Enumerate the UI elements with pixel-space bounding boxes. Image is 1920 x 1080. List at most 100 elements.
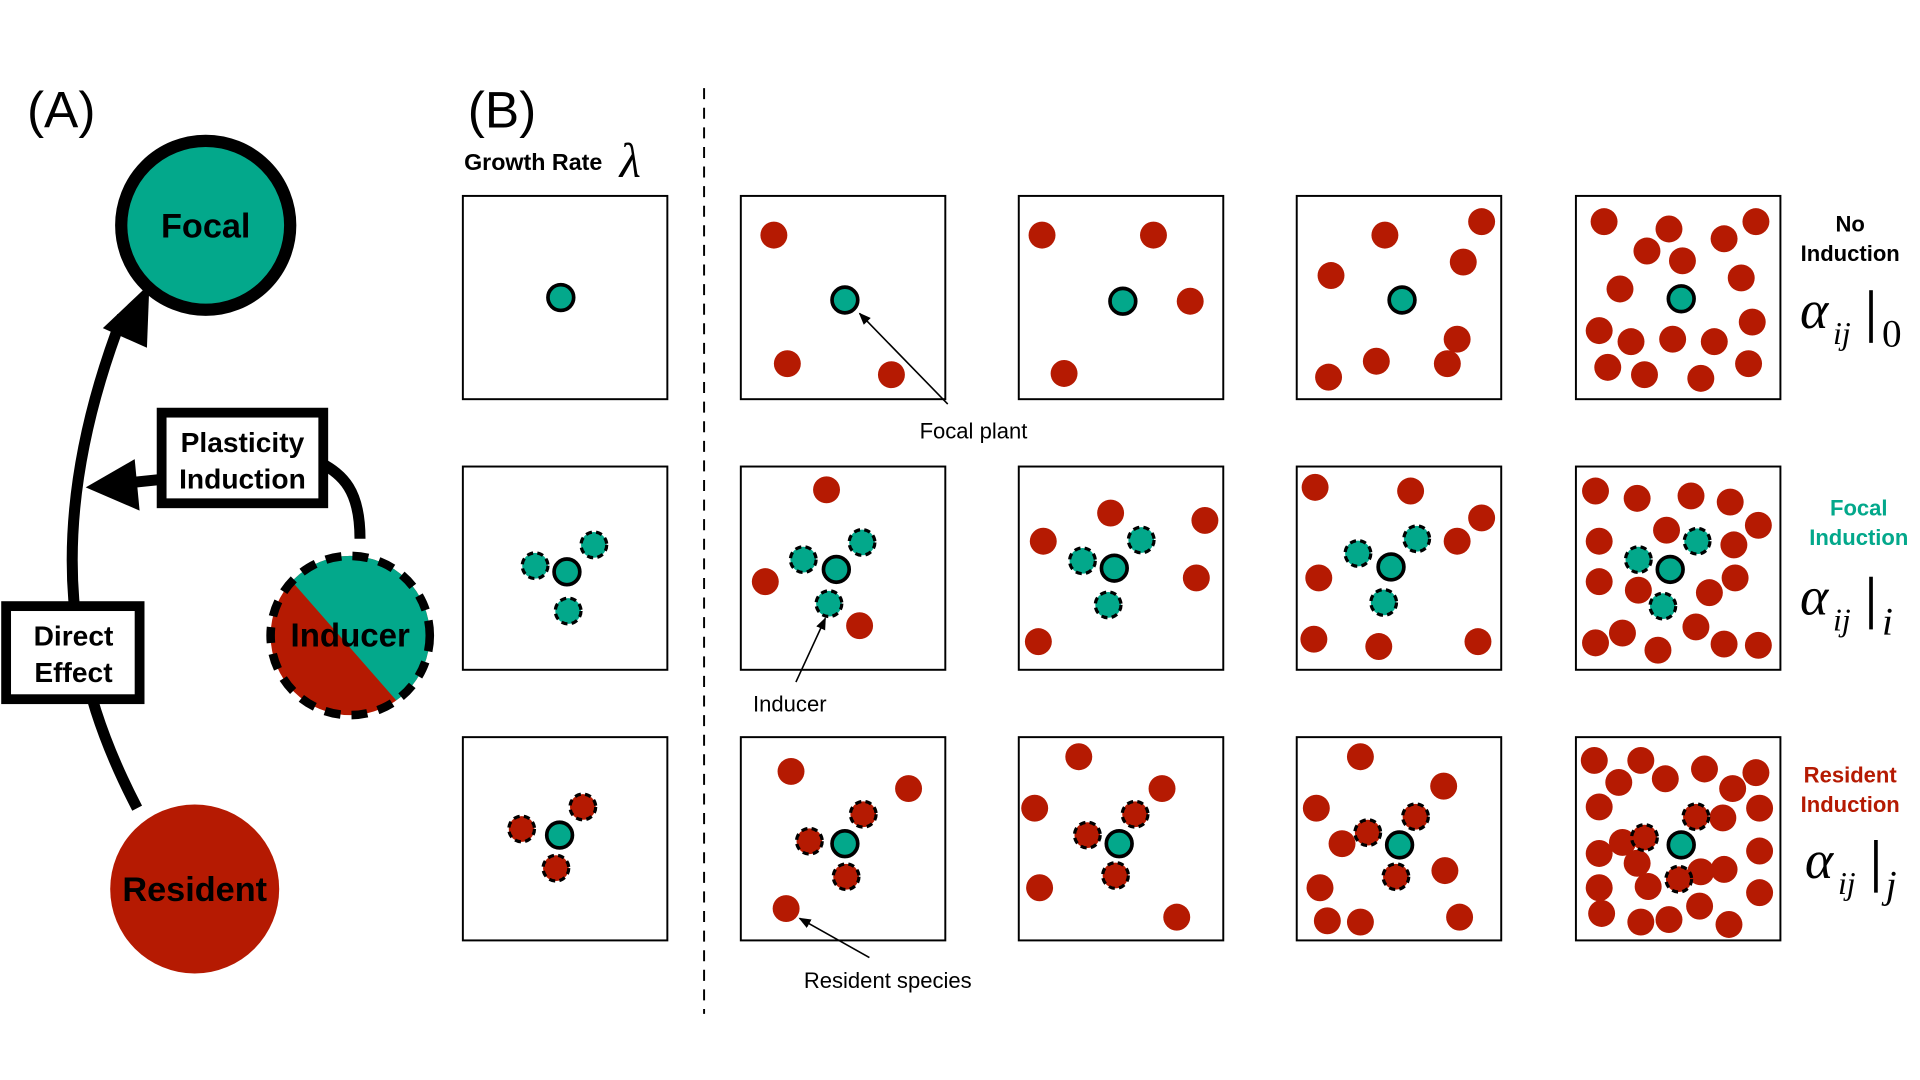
resident-plant xyxy=(772,895,800,923)
resident-plant xyxy=(1585,568,1613,596)
panel-b: (B) Growth Rate λ Focal plant Inducer Re… xyxy=(461,80,1908,1014)
inducer-plant xyxy=(1623,545,1653,575)
resident-plant xyxy=(1029,527,1057,555)
resident-node-label: Resident xyxy=(122,871,267,909)
resident-plant xyxy=(1655,906,1683,934)
resident-plant xyxy=(1605,768,1633,796)
resident-plant xyxy=(1608,619,1636,647)
resident-plant xyxy=(1651,765,1679,793)
resident-plant xyxy=(1443,527,1471,555)
annotation-focal-plant-text: Focal plant xyxy=(920,418,1028,443)
resident-plant xyxy=(1653,516,1680,544)
inducer-plant xyxy=(579,530,609,560)
annotation-inducer-text: Inducer xyxy=(753,691,826,716)
resident-plant xyxy=(1633,237,1661,265)
focal-plant xyxy=(830,285,860,315)
annotation-resident-species: Resident species xyxy=(798,917,972,993)
resident-plant xyxy=(1744,511,1772,539)
resident-plant xyxy=(1433,350,1461,378)
direct-line2: Effect xyxy=(34,657,113,688)
row-label-no-induction: No Induction α ij 0 xyxy=(1800,211,1902,355)
scenario-panel-focal-induction-1 xyxy=(461,465,669,671)
inducer-plant xyxy=(1682,526,1712,556)
resident-plant xyxy=(877,361,905,389)
resident-plant xyxy=(1097,499,1125,527)
inducer-plant xyxy=(788,545,818,575)
inducer-plant xyxy=(1101,861,1130,890)
resident-plant xyxy=(1302,794,1330,822)
resident-plant xyxy=(1346,908,1374,936)
row-title-line1: Resident xyxy=(1804,762,1898,787)
direct-effect-arrowhead xyxy=(102,284,150,348)
resident-plant xyxy=(1148,775,1176,803)
coefficient-alpha-focal-induction: α ij i xyxy=(1800,567,1893,644)
resident-plant xyxy=(1065,743,1093,771)
resident-plant xyxy=(751,568,779,596)
resident-plant xyxy=(1710,855,1738,883)
row-title-line2: Induction xyxy=(1801,241,1900,266)
focal-plant xyxy=(821,554,852,585)
resident-plant xyxy=(1328,830,1356,858)
resident-plant xyxy=(1582,477,1609,505)
plasticity-induction-box: Plasticity Induction xyxy=(156,407,329,509)
panel-frame xyxy=(1017,736,1225,942)
resident-plant xyxy=(1742,759,1770,787)
alpha-symbol: α xyxy=(1805,830,1835,890)
inducer-plant xyxy=(814,589,844,619)
inducer-plant xyxy=(507,814,537,844)
focal-plant xyxy=(1655,554,1685,585)
resident-plant xyxy=(1710,225,1738,253)
resident-plant xyxy=(1140,221,1167,249)
resident-plant xyxy=(1677,482,1705,510)
inducer-node-label: Inducer xyxy=(291,618,410,655)
resident-plant xyxy=(1431,857,1459,885)
alpha-symbol: α xyxy=(1800,280,1830,340)
annotation-focal-plant: Focal plant xyxy=(858,312,1028,443)
resident-plant xyxy=(1305,564,1333,592)
resident-plant xyxy=(1655,215,1683,243)
resident-plant xyxy=(1627,746,1655,774)
resident-plant xyxy=(1608,828,1636,856)
resident-plant xyxy=(1371,221,1399,249)
resident-plant xyxy=(1021,794,1049,822)
inducer-plant xyxy=(520,551,550,581)
row-title-line2: Induction xyxy=(1801,792,1900,817)
row-labels: No Induction α ij 0 Focal Induction α ij… xyxy=(1800,211,1908,906)
resident-plant xyxy=(1710,630,1738,658)
scenario-panel-no-induction-2 xyxy=(739,194,947,401)
scenario-panel-no-induction-3 xyxy=(1017,194,1225,401)
resident-plant xyxy=(1300,625,1328,653)
resident-plant xyxy=(1397,477,1425,505)
resident-plant xyxy=(1720,531,1748,559)
growth-rate-symbol: λ xyxy=(618,132,641,187)
resident-plant xyxy=(1746,879,1774,907)
resident-plant xyxy=(1631,361,1658,389)
plasticity-line2: Induction xyxy=(179,464,306,495)
resident-plant xyxy=(1163,903,1191,931)
resident-plant xyxy=(1468,504,1496,532)
resident-plant xyxy=(1627,908,1655,936)
scenario-panel-no-induction-5 xyxy=(1574,194,1782,401)
resident-plant xyxy=(1716,488,1744,516)
resident-plant xyxy=(1746,794,1774,822)
scenario-panel-resident-induction-1 xyxy=(461,736,669,942)
resident-plant xyxy=(1449,248,1477,276)
resident-plant xyxy=(1585,840,1613,867)
resident-plant xyxy=(1715,911,1743,938)
resident-plant xyxy=(1050,360,1078,387)
resident-plant xyxy=(777,757,805,785)
resident-plant xyxy=(1313,907,1341,935)
resident-plant xyxy=(1446,903,1474,931)
resident-plant xyxy=(1659,325,1687,353)
alpha-subscript: ij xyxy=(1833,603,1851,638)
coefficient-alpha-no-induction: α ij 0 xyxy=(1800,280,1902,355)
resident-node: Resident xyxy=(110,804,280,974)
scenario-panel-resident-induction-4 xyxy=(1295,736,1503,942)
inducer-plant xyxy=(1120,799,1150,829)
resident-plant xyxy=(1719,775,1747,803)
focal-plant xyxy=(552,557,582,587)
focal-plant xyxy=(544,820,575,850)
resident-plant xyxy=(1582,629,1609,657)
inducer-plant xyxy=(1068,546,1097,576)
